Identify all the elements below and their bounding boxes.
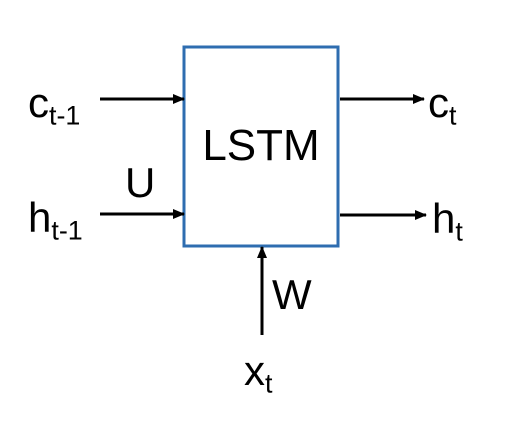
- h-prev-base: h: [28, 194, 52, 241]
- h-prev-label: ht-1: [28, 197, 83, 244]
- c-prev-sub: t-1: [49, 100, 81, 131]
- h-out-sub: t: [455, 216, 463, 247]
- h-out-base: h: [432, 195, 456, 242]
- c-out-label: ct: [428, 82, 456, 129]
- c-out-base: c: [428, 79, 449, 126]
- u-weight-label: U: [125, 159, 156, 206]
- x-base: x: [244, 347, 265, 394]
- h-prev-sub: t-1: [51, 215, 83, 246]
- c-prev-label: ct-1: [28, 82, 80, 129]
- h-out-label: ht: [432, 198, 463, 245]
- lstm-label: LSTM: [202, 121, 320, 170]
- x-sub: t: [265, 368, 273, 399]
- x-input-label: xt: [244, 350, 272, 397]
- c-prev-base: c: [28, 79, 49, 126]
- c-out-sub: t: [449, 100, 457, 131]
- w-weight-label: W: [272, 271, 312, 318]
- lstm-box: [182, 45, 340, 248]
